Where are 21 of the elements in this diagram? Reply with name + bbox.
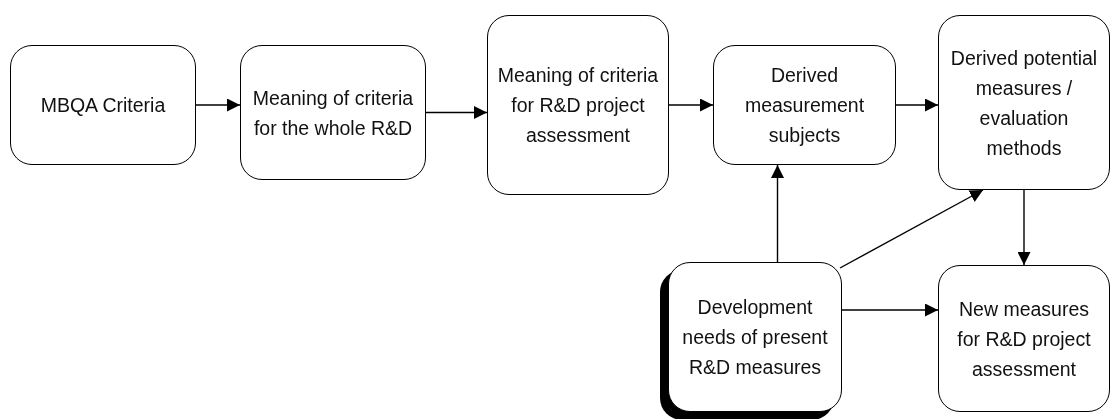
box-text: Meaning of criteria for R&D project assessment bbox=[496, 63, 660, 148]
arrow bbox=[425, 106, 488, 119]
process-box bbox=[240, 45, 426, 180]
box-text: Derived potential measures / evaluation methods bbox=[949, 45, 1099, 161]
process-box bbox=[713, 45, 896, 165]
box-text: Development needs of present R&D measures bbox=[681, 295, 829, 380]
box-text: Derived measurement subjects bbox=[743, 63, 866, 148]
box-text: MBQA Criteria bbox=[40, 93, 166, 118]
process-box bbox=[938, 15, 1110, 190]
process-box bbox=[487, 15, 669, 195]
arrow bbox=[1017, 189, 1031, 266]
box-text: New measures for R&D project assessment bbox=[956, 296, 1092, 382]
arrow bbox=[771, 164, 784, 263]
arrow bbox=[195, 98, 241, 112]
process-box bbox=[938, 265, 1110, 412]
arrow bbox=[839, 189, 984, 269]
arrow bbox=[841, 303, 939, 317]
arrow bbox=[895, 98, 939, 112]
process-box bbox=[10, 45, 196, 165]
arrow bbox=[668, 98, 714, 112]
box-text: Meaning of criteria for the whole R&D bbox=[251, 85, 415, 141]
